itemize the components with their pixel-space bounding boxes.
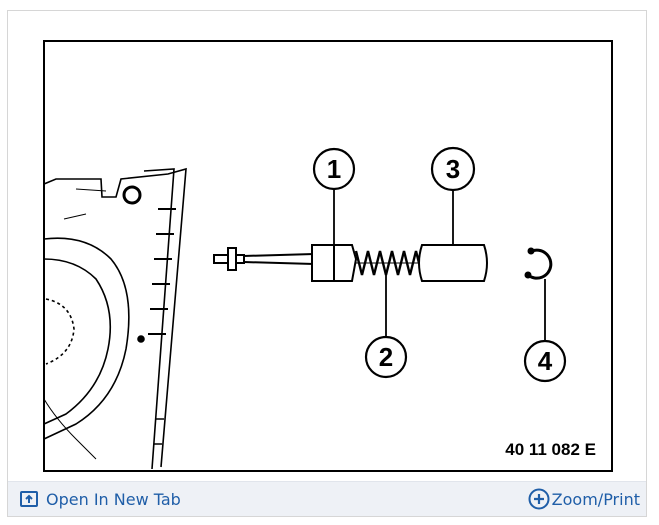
zoom-print-label: Zoom/Print [551, 489, 640, 509]
part-4-circlip [524, 247, 553, 280]
image-viewer-frame: 1 2 3 4 40 11 082 E [7, 10, 647, 517]
part-3-sleeve [418, 244, 488, 282]
callout-4: 4 [523, 339, 567, 383]
open-new-tab-label: Open In New Tab [46, 489, 181, 509]
zoom-print-button[interactable]: Zoom/Print [528, 488, 640, 510]
callout-1: 1 [312, 147, 356, 191]
open-new-tab-icon [20, 491, 38, 507]
parts-diagram: 1 2 3 4 40 11 082 E [43, 40, 613, 472]
part-1-piston [213, 244, 358, 282]
housing-drawing [43, 167, 187, 470]
callout-3-label: 3 [446, 154, 460, 184]
callout-2: 2 [364, 335, 408, 379]
open-new-tab-button[interactable]: Open In New Tab [20, 490, 181, 509]
callout-1-label: 1 [327, 154, 341, 184]
diagram-image[interactable]: 1 2 3 4 40 11 082 E [16, 19, 640, 481]
image-toolbar: Open In New Tab Zoom/Print [8, 481, 646, 516]
callout-4-label: 4 [538, 346, 553, 376]
callout-2-label: 2 [379, 342, 393, 372]
part-2-spring [354, 250, 424, 276]
callout-3: 3 [430, 146, 476, 192]
figure-code: 40 11 082 E [505, 440, 596, 459]
leader-lines [333, 189, 546, 341]
zoom-plus-icon [528, 488, 550, 510]
